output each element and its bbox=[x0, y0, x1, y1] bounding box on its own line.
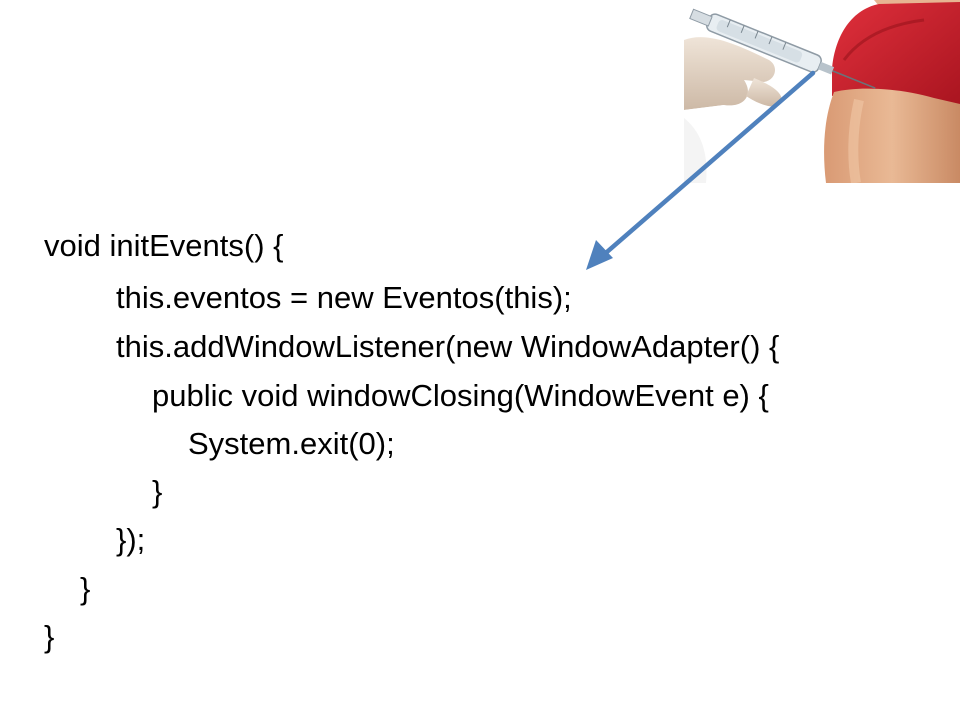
code-line-7: }); bbox=[116, 522, 146, 557]
code-line-4: public void windowClosing(WindowEvent e)… bbox=[152, 378, 769, 413]
syringe-injection-photo bbox=[684, 0, 960, 183]
code-line-2: this.eventos = new Eventos(this); bbox=[116, 280, 572, 315]
code-block: void initEvents() { this.eventos = new E… bbox=[0, 222, 960, 662]
code-line-6: } bbox=[152, 474, 163, 509]
code-line-5: System.exit(0); bbox=[188, 426, 395, 461]
code-line-9: } bbox=[44, 619, 55, 654]
code-line-3: this.addWindowListener(new WindowAdapter… bbox=[116, 329, 780, 364]
code-line-8: } bbox=[80, 571, 91, 606]
code-line-1: void initEvents() { bbox=[44, 228, 284, 263]
